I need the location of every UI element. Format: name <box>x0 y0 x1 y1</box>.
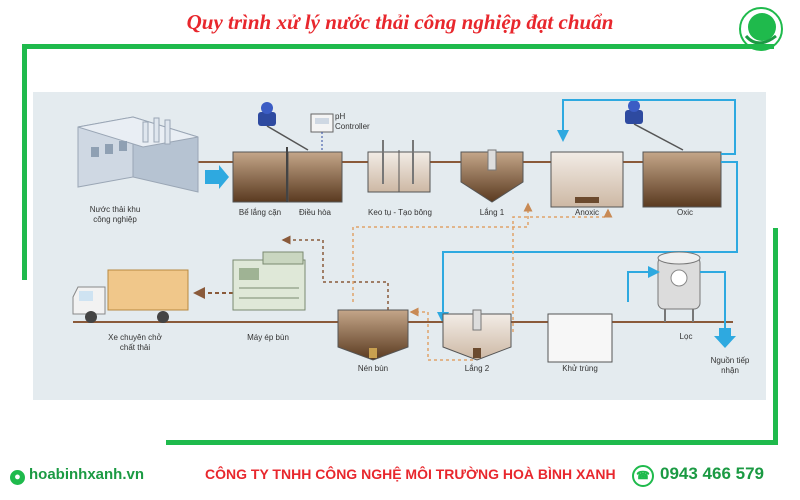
inflow-arrow-icon <box>205 165 229 189</box>
page-title: Quy trình xử lý nước thải công nghiệp đạ… <box>186 10 614 34</box>
settling-1-shape <box>460 149 524 203</box>
label-disinfection: Khử trùng <box>562 364 598 373</box>
label-oxic: Oxic <box>677 208 693 217</box>
footer-phone-text: 0943 466 579 <box>660 464 764 483</box>
frame-left-bar <box>22 44 27 280</box>
truck-icon <box>72 269 189 323</box>
label-settling-1: Lắng 1 <box>479 208 505 217</box>
ph-controller-icon <box>310 113 334 150</box>
label-filter: Lọc <box>679 332 693 341</box>
disinfection-to-filter-line <box>627 266 660 302</box>
filter-tank-icon <box>657 251 701 322</box>
footer-phone[interactable]: ☎ 0943 466 579 <box>632 464 764 487</box>
logo-icon <box>739 7 783 51</box>
label-sludge-thickener: Nén bùn <box>357 364 389 373</box>
label-sludge-press: Máy ép bùn <box>247 333 289 342</box>
sludge-press-icon <box>232 251 306 311</box>
phone-icon: ☎ <box>632 465 654 487</box>
label-anoxic: Anoxic <box>574 208 599 217</box>
settling1-to-thickener-line <box>352 202 533 302</box>
filter-to-outlet-line <box>700 271 726 330</box>
settling2-to-thickener-line <box>409 307 473 361</box>
label-coagulation: Keo tụ - Tạo bông <box>368 208 432 217</box>
disinfection-tank-shape <box>547 313 613 363</box>
thickener-to-press-line <box>281 235 389 310</box>
blower-icon <box>625 100 684 151</box>
process-diagram <box>72 99 738 363</box>
coagulation-tank-shape <box>367 140 431 193</box>
label-equalization: Điều hòa <box>298 208 332 217</box>
discharge-arrow-icon <box>714 328 736 348</box>
sludge-thickener-shape <box>337 309 409 361</box>
globe-icon: ● <box>10 470 25 485</box>
factory-icon <box>77 116 199 193</box>
frame-right-bar <box>773 228 778 445</box>
settling-2-shape <box>442 309 512 361</box>
label-settling-tank: Bể lắng cặn <box>238 208 282 217</box>
label-discharge: Nguồn tiếp nhận <box>710 356 750 375</box>
label-settling-2: Lắng 2 <box>464 364 490 373</box>
blower-icon <box>258 102 309 151</box>
frame-bottom-bar <box>166 440 778 445</box>
label-ph-controller: pH Controller <box>335 112 370 131</box>
footer-company: CÔNG TY TNHH CÔNG NGHỆ MÔI TRƯỜNG HOÀ BÌ… <box>205 466 616 482</box>
label-factory: Nước thải khu công nghiệp <box>89 205 141 224</box>
recycle-line <box>557 99 736 155</box>
footer-website[interactable]: ● hoabinhxanh.vn <box>10 466 144 485</box>
oxic-tank-shape <box>642 151 722 208</box>
label-truck: Xe chuyên chở chất thải <box>108 333 162 352</box>
footer-website-text: hoabinhxanh.vn <box>29 466 145 483</box>
settling-tank-shape <box>232 147 343 203</box>
oxic-to-settling2-line <box>437 161 738 324</box>
anoxic-tank-shape <box>550 151 624 208</box>
frame-top-bar <box>22 44 774 49</box>
